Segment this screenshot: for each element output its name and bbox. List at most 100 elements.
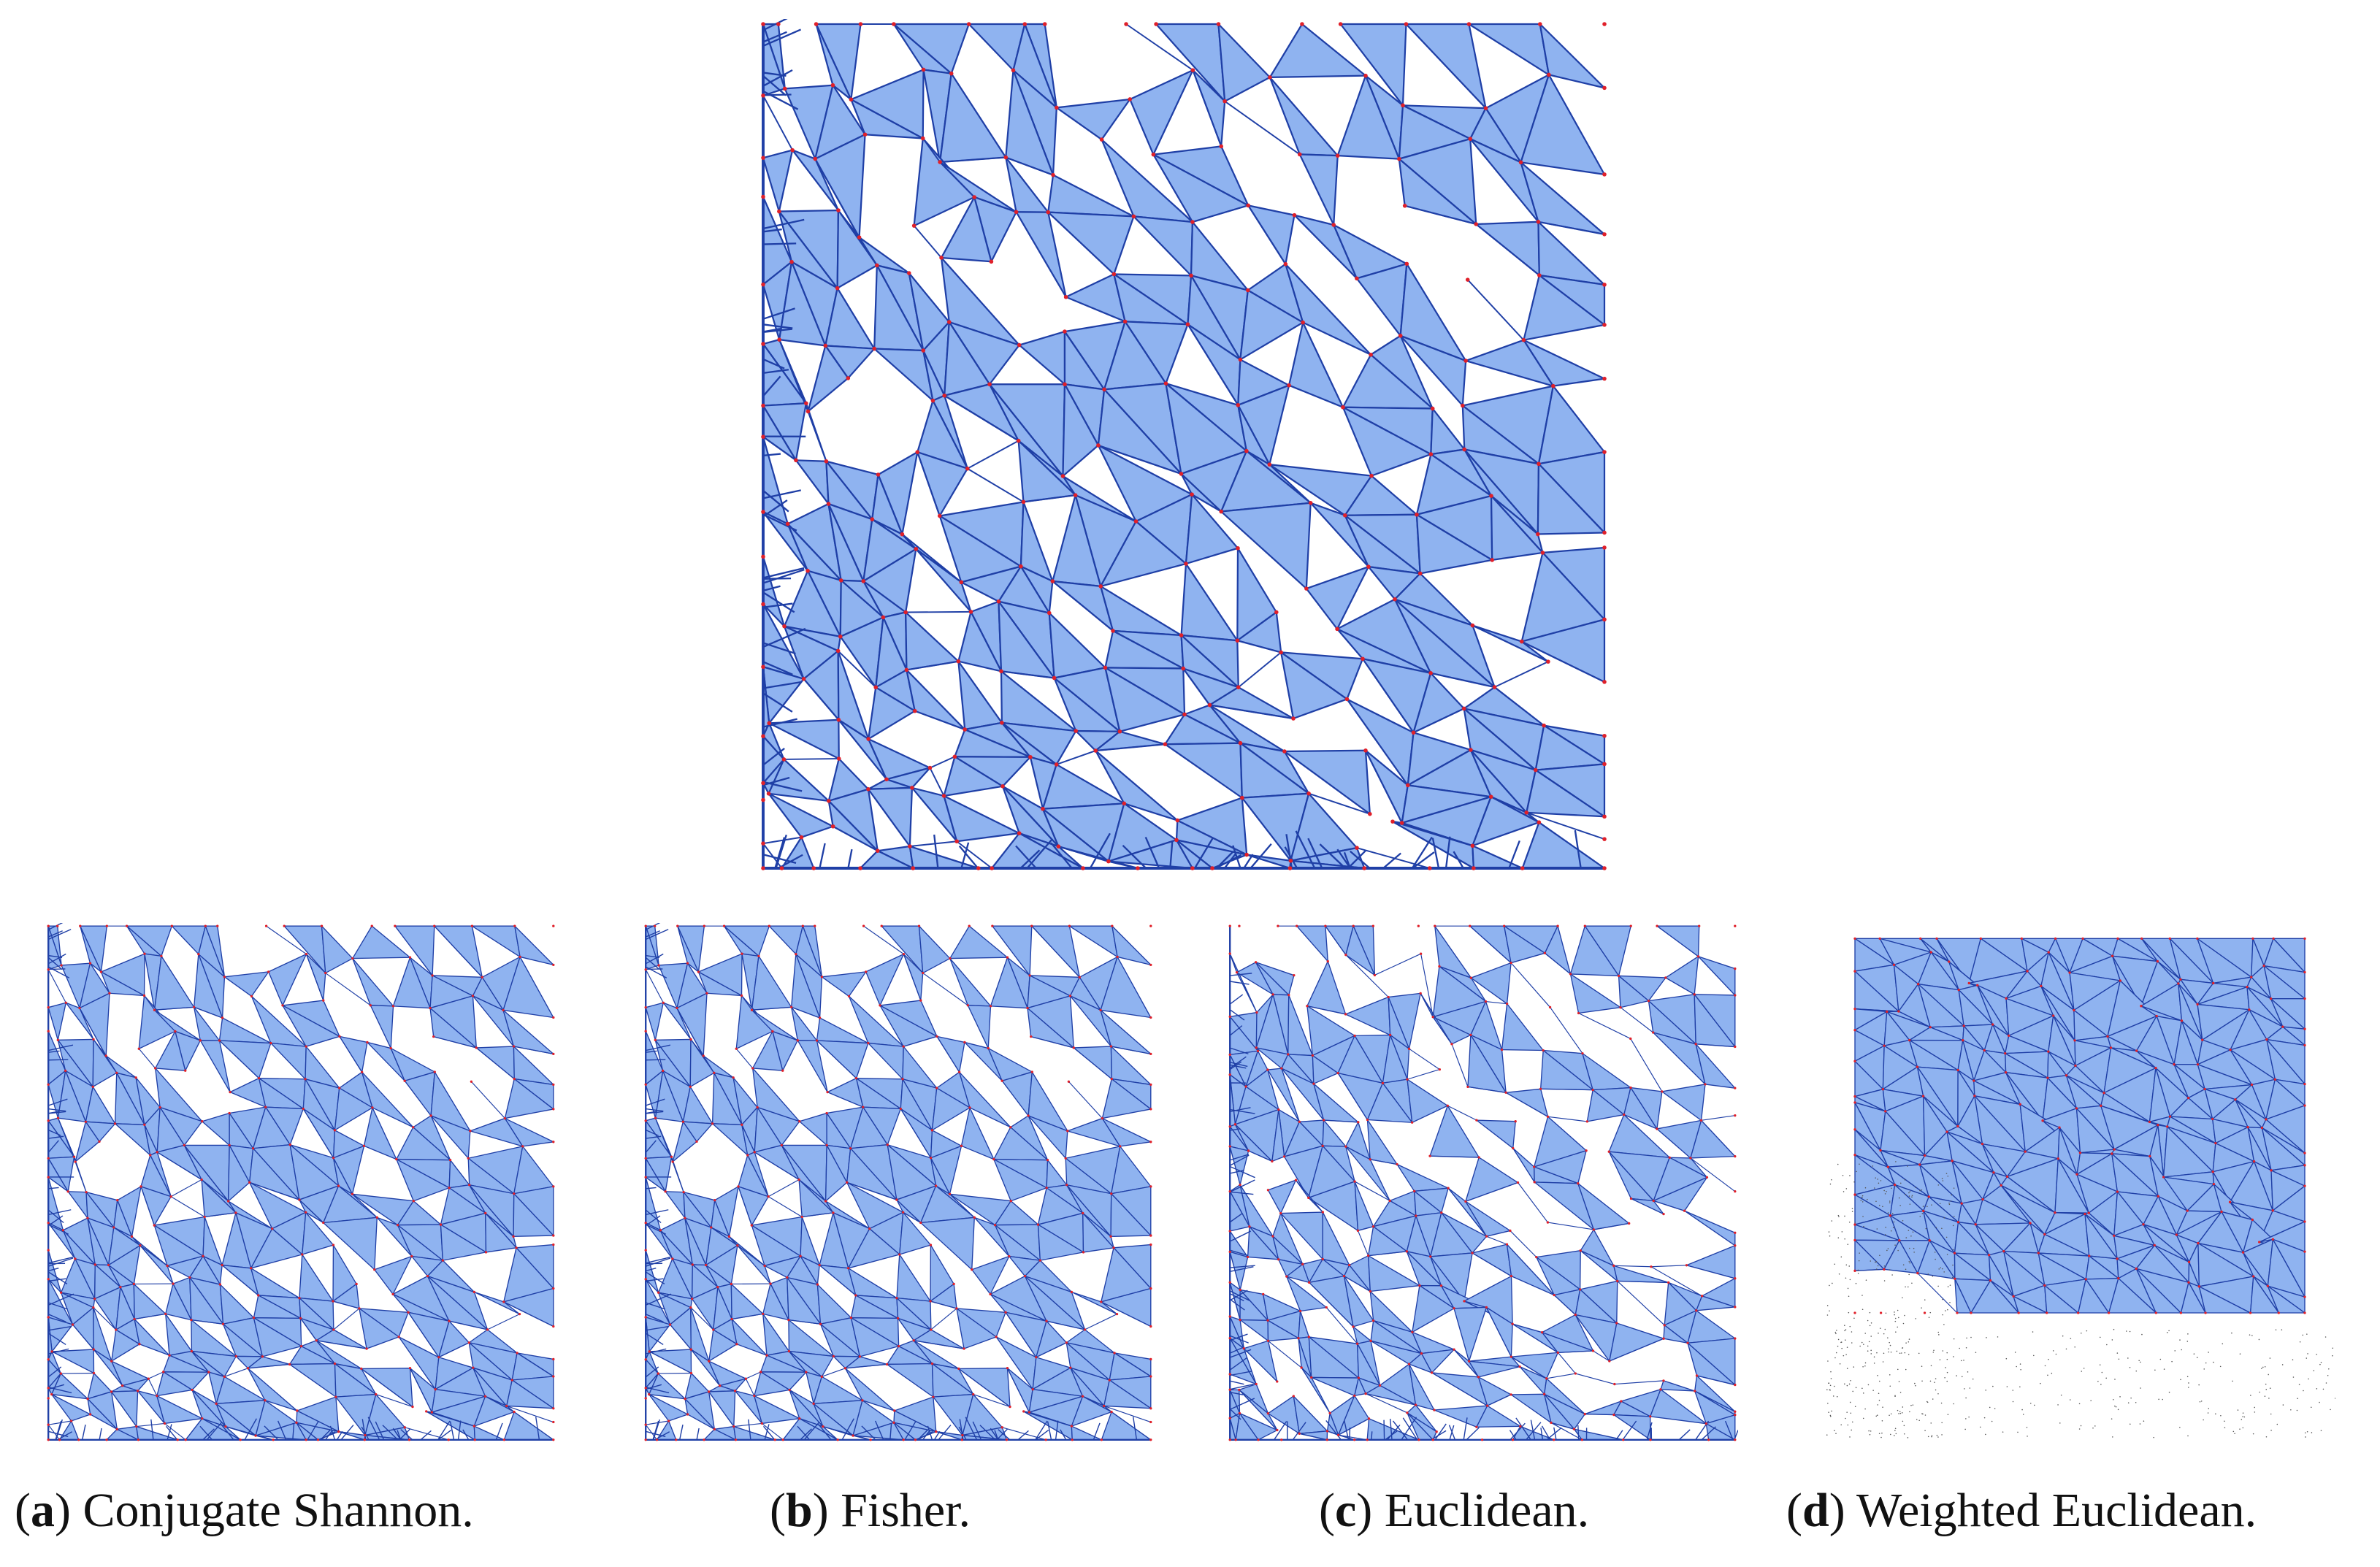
- mesh-edge: [1510, 952, 1545, 964]
- mesh-vertex: [777, 337, 781, 342]
- scatter-point: [1883, 1352, 1885, 1355]
- mesh-triangles: [1229, 925, 1736, 1441]
- mesh-triangle: [938, 72, 1007, 164]
- mesh-vertex: [733, 1390, 737, 1392]
- mesh-vertex: [2073, 1008, 2075, 1012]
- mesh-edge: [1362, 658, 1415, 733]
- mesh-edge: [1230, 1266, 1254, 1272]
- mesh-vertex: [1052, 675, 1057, 681]
- mesh-edge: [48, 1268, 59, 1272]
- mesh-vertex: [1154, 22, 1158, 26]
- mesh-triangle: [156, 1395, 203, 1425]
- mesh-vertex: [1369, 473, 1374, 478]
- mesh-vertex: [761, 781, 765, 786]
- mesh-vertex: [1304, 586, 1309, 591]
- mesh-edge: [998, 1429, 1011, 1441]
- scatter-point: [1908, 1286, 1909, 1288]
- mesh-edge: [277, 1420, 287, 1441]
- mesh-edge: [1230, 981, 1250, 985]
- mesh-vertex: [47, 1176, 50, 1179]
- mesh-vertex: [130, 1235, 134, 1238]
- mesh-vertex: [740, 994, 743, 997]
- mesh-vertex: [765, 1354, 768, 1357]
- mesh-vertex: [251, 1147, 255, 1150]
- scatter-point: [1848, 1295, 1850, 1298]
- scatter-point: [1831, 1410, 1832, 1412]
- mesh-vertex: [2303, 1164, 2306, 1167]
- scatter-point: [1943, 1271, 1945, 1273]
- mesh-vertex: [886, 1143, 889, 1146]
- mesh-vertex: [188, 1276, 191, 1279]
- mesh-vertex: [1353, 1034, 1356, 1038]
- mesh-vertex: [1149, 1052, 1152, 1056]
- mesh-triangle: [1269, 23, 1367, 79]
- mesh-triangle: [1954, 1278, 1972, 1314]
- mesh-edge: [646, 1278, 664, 1282]
- mesh-vertex: [1151, 152, 1156, 157]
- mesh-vertex: [1518, 160, 1523, 165]
- mesh-edge: [874, 1420, 884, 1441]
- mesh-vertex: [1000, 1426, 1003, 1429]
- mesh-edge: [1650, 1265, 1687, 1268]
- mesh-vertex: [163, 1422, 167, 1425]
- mesh-edge: [1229, 1154, 1250, 1166]
- mesh-vertex: [1030, 1035, 1033, 1038]
- scatter-point: [1845, 1264, 1848, 1265]
- mesh-edge: [48, 1187, 59, 1189]
- scatter-point: [2090, 1400, 2092, 1401]
- mesh-edge: [199, 1425, 213, 1441]
- scatter-point: [1891, 1274, 1893, 1276]
- mesh-edge: [762, 218, 805, 230]
- mesh-vertex: [1853, 937, 1856, 940]
- mesh-edge: [47, 1129, 61, 1136]
- mesh-vertex: [1469, 1033, 1472, 1037]
- mesh-vertex: [139, 1244, 142, 1247]
- mesh-triangle: [302, 1211, 334, 1255]
- mesh-vertex: [1321, 1257, 1324, 1261]
- mesh-edge: [47, 1224, 69, 1235]
- mesh-edge: [819, 1265, 857, 1296]
- scatter-point: [1954, 1216, 1955, 1217]
- mesh-vertex: [281, 1004, 284, 1007]
- mesh-edge: [1540, 1428, 1544, 1440]
- mesh-vertex: [995, 1336, 998, 1338]
- mesh-vertex: [737, 1185, 740, 1188]
- mesh-edge: [1593, 1350, 1610, 1362]
- mesh-vertex: [1399, 821, 1404, 825]
- mesh-vertex: [264, 924, 268, 927]
- scatter-point: [1921, 1189, 1923, 1191]
- mesh-vertex: [838, 635, 843, 639]
- mesh-vertex: [1918, 1163, 1921, 1166]
- scatter-point: [1888, 1351, 1889, 1353]
- scatter-point: [2268, 1373, 2269, 1376]
- caption-b-letter: b: [785, 1484, 813, 1537]
- mesh-vertex: [472, 1290, 476, 1294]
- mesh-vertex: [966, 1004, 969, 1007]
- mesh-edge: [1194, 838, 1214, 869]
- mesh-vertex: [475, 1046, 478, 1049]
- scatter-point: [1829, 1310, 1830, 1312]
- mesh-vertex: [794, 458, 798, 463]
- mesh-vertex: [1046, 610, 1052, 616]
- scatter-point: [1898, 1317, 1899, 1319]
- scatter-point: [1889, 1344, 1891, 1346]
- mesh-triangle: [795, 459, 830, 505]
- mesh-triangle: [1505, 1088, 1549, 1117]
- mesh-triangle: [1687, 1310, 1736, 1344]
- mesh-vertex: [805, 1371, 808, 1373]
- mesh-triangle: [1696, 1295, 1736, 1311]
- scatter-point: [2114, 1379, 2116, 1380]
- mesh-triangle: [165, 1313, 193, 1356]
- mesh-edge: [1338, 1418, 1369, 1436]
- mesh-vertex: [59, 1372, 62, 1375]
- mesh-vertex: [1853, 1269, 1856, 1273]
- mesh-vertex: [1244, 448, 1249, 453]
- mesh-vertex: [1366, 1438, 1369, 1441]
- mesh-vertex: [115, 1071, 118, 1074]
- mesh-vertex: [1649, 1415, 1652, 1418]
- mesh-vertex: [1536, 532, 1540, 537]
- mesh-vertex: [1326, 959, 1329, 963]
- mesh-vertex: [1622, 1438, 1625, 1441]
- mesh-vertex: [269, 1041, 272, 1045]
- mesh-vertex: [960, 1144, 963, 1147]
